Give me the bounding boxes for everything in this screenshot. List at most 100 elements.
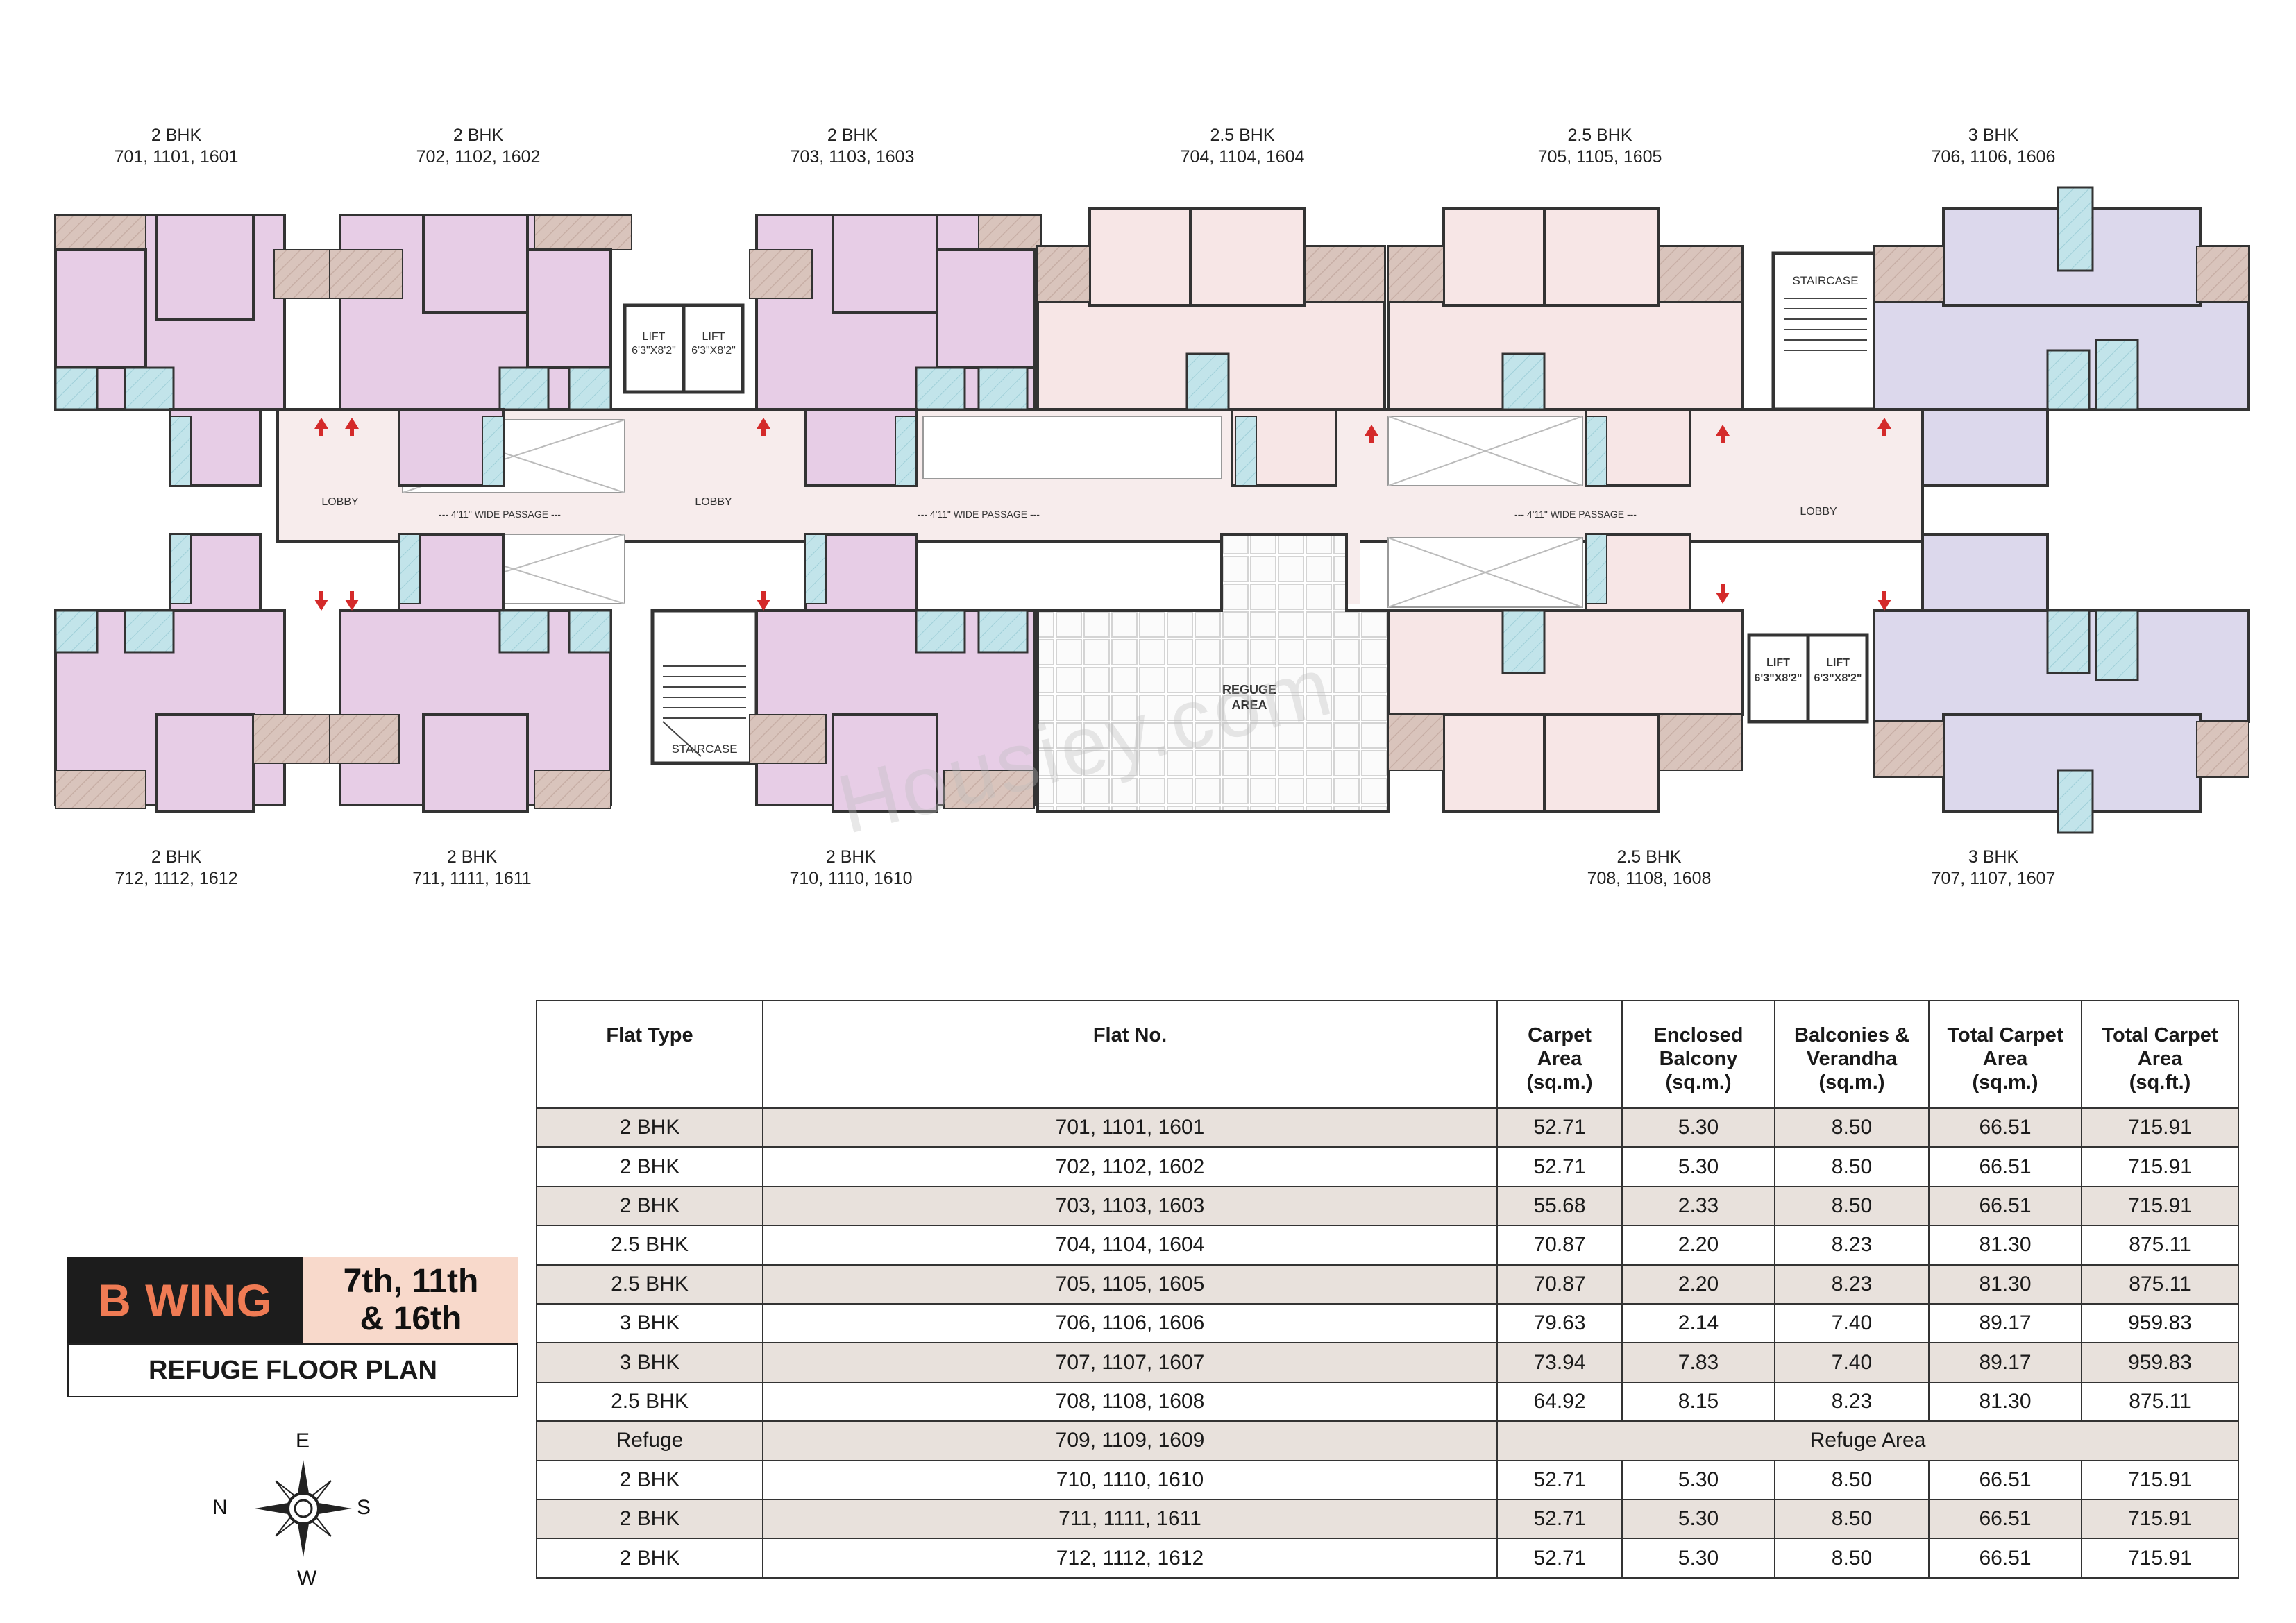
cell-carpet: 73.94 — [1496, 1342, 1623, 1383]
cell-flat: 705, 1105, 1605 — [762, 1264, 1498, 1305]
table-row: 2 BHK 712, 1112, 1612 52.71 5.30 8.50 66… — [536, 1538, 2239, 1579]
cell-total-sqft: 715.91 — [2081, 1499, 2239, 1540]
unit-type: 2.5 BHK — [1567, 126, 1632, 145]
unit-numbers: 708, 1108, 1608 — [1587, 869, 1712, 888]
cell-type: 2 BHK — [536, 1185, 763, 1227]
unit-label-704: 2.5 BHK 704, 1104, 1604 — [1104, 125, 1381, 168]
compass-north: N — [212, 1496, 228, 1519]
wing-title: B WING — [67, 1257, 303, 1343]
cell-type: 2 BHK — [536, 1459, 763, 1501]
cell-total-sqm: 81.30 — [1928, 1264, 2082, 1305]
cell-balconies: 8.50 — [1774, 1499, 1930, 1540]
cell-total-sqm: 66.51 — [1928, 1185, 2082, 1227]
floors-title: 7th, 11th & 16th — [303, 1257, 518, 1343]
unit-701 — [54, 214, 337, 487]
cell-enclosed: 5.30 — [1621, 1146, 1775, 1187]
unit-numbers: 706, 1106, 1606 — [1931, 147, 2056, 167]
cell-flat: 706, 1106, 1606 — [762, 1303, 1498, 1344]
cell-type: 2 BHK — [536, 1499, 763, 1540]
cell-flat: 701, 1101, 1601 — [762, 1107, 1498, 1148]
header-balconies: Balconies &Verandha(sq.m.) — [1774, 1000, 1930, 1109]
unit-711 — [329, 533, 612, 813]
cell-enclosed: 5.30 — [1621, 1459, 1775, 1501]
cell-type: 3 BHK — [536, 1303, 763, 1344]
cell-flat: 703, 1103, 1603 — [762, 1185, 1498, 1227]
unit-705 — [1387, 207, 1744, 487]
unit-numbers: 711, 1111, 1611 — [412, 869, 532, 888]
cell-balconies: 8.23 — [1774, 1264, 1930, 1305]
table-row: 2.5 BHK 704, 1104, 1604 70.87 2.20 8.23 … — [536, 1225, 2239, 1266]
unit-type: 2 BHK — [151, 847, 202, 867]
cell-type: Refuge — [536, 1420, 763, 1461]
cell-total-sqm: 66.51 — [1928, 1146, 2082, 1187]
unit-706 — [1873, 186, 2250, 487]
unit-type: 3 BHK — [1968, 126, 2019, 145]
unit-type: 3 BHK — [1968, 847, 2019, 867]
lift-size: 6'3"X8'2" — [632, 345, 676, 357]
compass-west: W — [297, 1567, 317, 1590]
unit-numbers: 701, 1101, 1601 — [114, 147, 239, 167]
cell-flat: 707, 1107, 1607 — [762, 1342, 1498, 1383]
table-row: 2.5 BHK 708, 1108, 1608 64.92 8.15 8.23 … — [536, 1381, 2239, 1422]
unit-label-705: 2.5 BHK 705, 1105, 1605 — [1461, 125, 1739, 168]
header-flat-no: Flat No. — [762, 1000, 1498, 1109]
unit-label-711: 2 BHK 711, 1111, 1611 — [333, 847, 611, 890]
cell-carpet: 52.71 — [1496, 1499, 1623, 1540]
unit-label-710: 2 BHK 710, 1110, 1610 — [712, 847, 990, 890]
unit-label-712: 2 BHK 712, 1112, 1612 — [37, 847, 315, 890]
table-row: 3 BHK 707, 1107, 1607 73.94 7.83 7.40 89… — [536, 1342, 2239, 1383]
refuge-area: REGUGE AREA — [1036, 533, 1390, 813]
unit-label-703: 2 BHK 703, 1103, 1603 — [714, 125, 991, 168]
cell-flat: 709, 1109, 1609 — [762, 1420, 1498, 1461]
cell-flat: 711, 1111, 1611 — [762, 1499, 1498, 1540]
passage-label: --- 4'11" WIDE PASSAGE --- — [1514, 509, 1637, 520]
cell-total-sqft: 715.91 — [2081, 1538, 2239, 1579]
title-block: B WING 7th, 11th & 16th REFUGE FLOOR PLA… — [67, 1257, 518, 1397]
cell-balconies: 8.50 — [1774, 1459, 1930, 1501]
entrance-arrows — [314, 418, 1891, 611]
cell-total-sqft: 875.11 — [2081, 1381, 2239, 1422]
table-row: 2 BHK 703, 1103, 1603 55.68 2.33 8.50 66… — [536, 1185, 2239, 1227]
lobby-label: LOBBY — [695, 496, 732, 508]
cell-total-sqm: 89.17 — [1928, 1342, 2082, 1383]
cell-total-sqft: 959.83 — [2081, 1342, 2239, 1383]
lift-label: LIFT — [1766, 657, 1790, 669]
cell-total-sqm: 81.30 — [1928, 1381, 2082, 1422]
table-row: 2 BHK 702, 1102, 1602 52.71 5.30 8.50 66… — [536, 1146, 2239, 1187]
cell-balconies: 7.40 — [1774, 1342, 1930, 1383]
cell-balconies: 8.50 — [1774, 1146, 1930, 1187]
table-row: 2.5 BHK 705, 1105, 1605 70.87 2.20 8.23 … — [536, 1264, 2239, 1305]
unit-702 — [329, 214, 632, 487]
unit-numbers: 702, 1102, 1602 — [416, 147, 541, 167]
unit-numbers: 704, 1104, 1604 — [1180, 147, 1305, 167]
compass-east: E — [296, 1429, 310, 1452]
cell-flat: 712, 1112, 1612 — [762, 1538, 1498, 1579]
floors-line-1: 7th, 11th — [343, 1263, 479, 1300]
plan-name: REFUGE FLOOR PLAN — [67, 1343, 518, 1397]
cell-total-sqft: 715.91 — [2081, 1185, 2239, 1227]
cell-total-sqm: 66.51 — [1928, 1107, 2082, 1148]
refuge-label-2: AREA — [1231, 698, 1267, 712]
cell-carpet: 70.87 — [1496, 1225, 1623, 1266]
cell-carpet: 52.71 — [1496, 1538, 1623, 1579]
cell-balconies: 7.40 — [1774, 1303, 1930, 1344]
cell-total-sqm: 89.17 — [1928, 1303, 2082, 1344]
cell-balconies: 8.23 — [1774, 1381, 1930, 1422]
cell-total-sqft: 715.91 — [2081, 1107, 2239, 1148]
refuge-label-1: REGUGE — [1222, 683, 1276, 697]
cell-enclosed: 2.20 — [1621, 1264, 1775, 1305]
cell-total-sqft: 875.11 — [2081, 1264, 2239, 1305]
unit-numbers: 705, 1105, 1605 — [1537, 147, 1662, 167]
unit-label-706: 3 BHK 706, 1106, 1606 — [1855, 125, 2132, 168]
unit-712 — [54, 533, 337, 813]
unit-numbers: 707, 1107, 1607 — [1931, 869, 2056, 888]
cell-flat: 704, 1104, 1604 — [762, 1225, 1498, 1266]
unit-numbers: 712, 1112, 1612 — [115, 869, 238, 888]
unit-numbers: 703, 1103, 1603 — [790, 147, 915, 167]
staircase-label: STAIRCASE — [1792, 274, 1858, 287]
cell-enclosed: 7.83 — [1621, 1342, 1775, 1383]
cell-balconies: 8.50 — [1774, 1185, 1930, 1227]
lift-size: 6'3"X8'2" — [691, 345, 736, 357]
table-row: 2 BHK 701, 1101, 1601 52.71 5.30 8.50 66… — [536, 1107, 2239, 1148]
cell-type: 2 BHK — [536, 1538, 763, 1579]
